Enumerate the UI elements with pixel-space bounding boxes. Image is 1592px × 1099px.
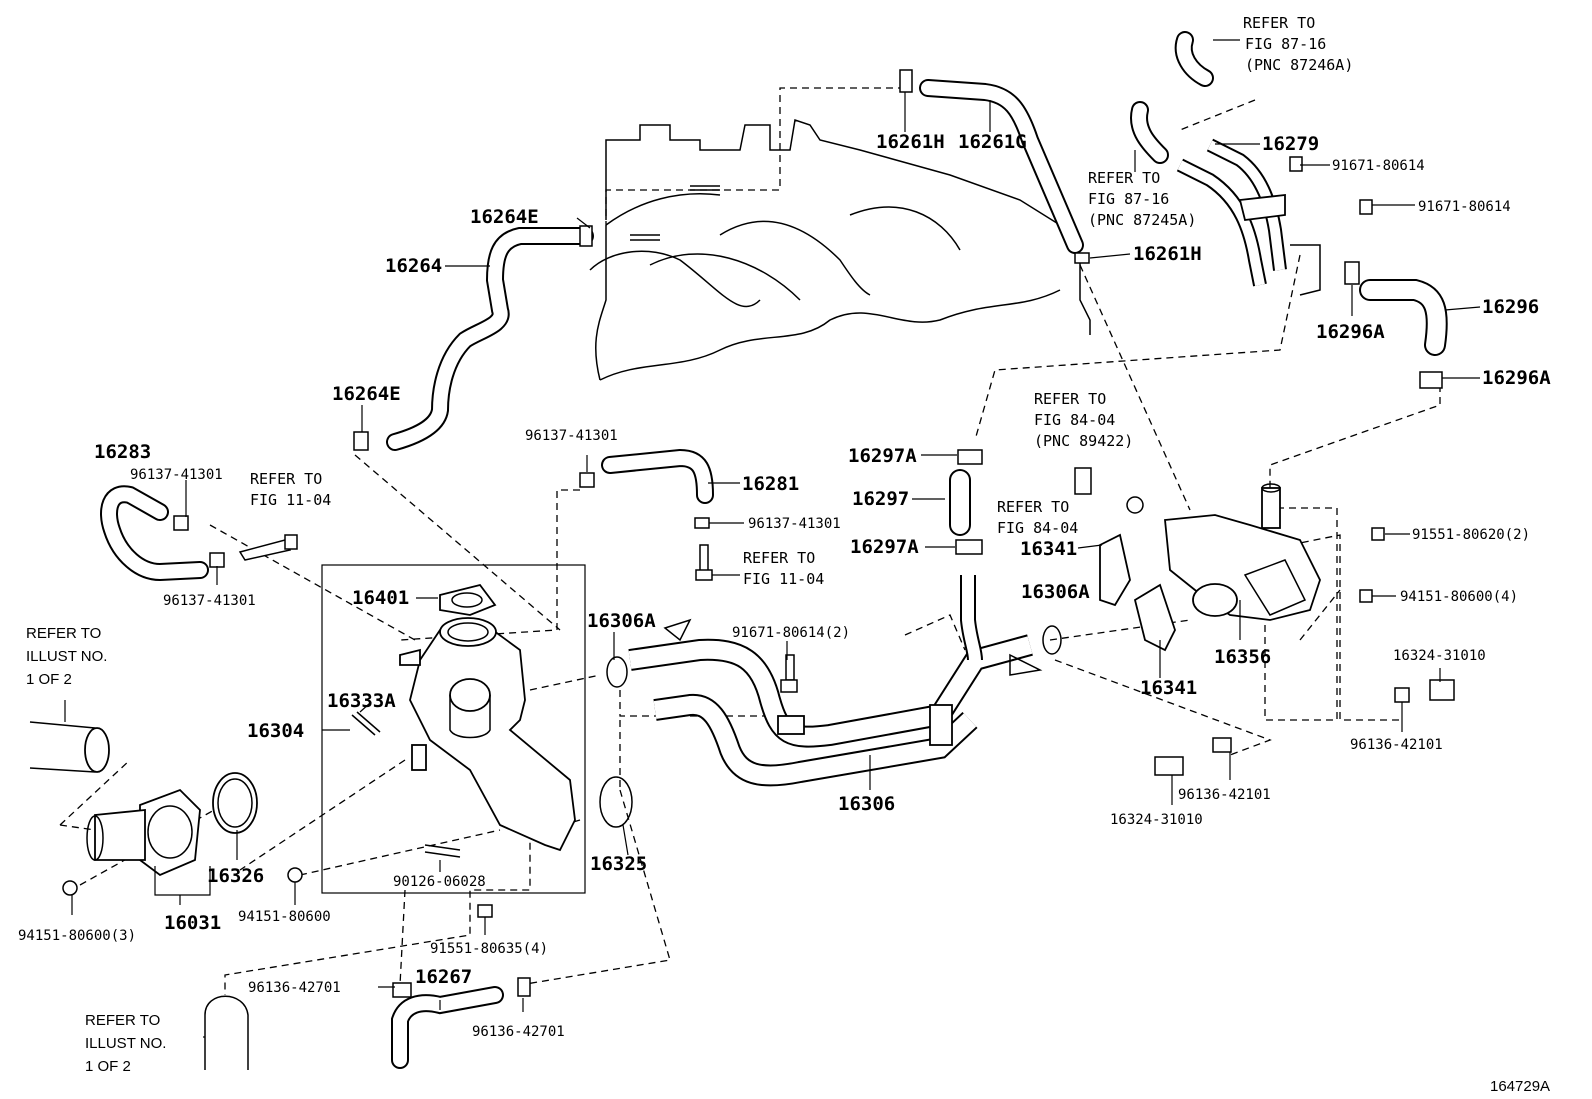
label-96137-41301-c: 96137-41301 — [525, 428, 618, 444]
label-16297A-b: 16297A — [850, 536, 919, 558]
label-16341-bottom: 16341 — [1140, 677, 1197, 699]
thermostat-housing-16031 — [86, 772, 258, 877]
label-96137-41301-a: 96137-41301 — [130, 467, 223, 483]
label-16326: 16326 — [207, 865, 264, 887]
hose-16283 — [100, 485, 209, 582]
refer-fig-87-16-87245A: REFER TO FIG 87-16 (PNC 87245A) — [1088, 169, 1196, 229]
label-96137-41301-b: 96137-41301 — [163, 593, 256, 609]
o-ring-16306A-left — [606, 656, 628, 688]
label-16283: 16283 — [94, 441, 151, 463]
label-16296A-a: 16296A — [1316, 321, 1385, 343]
label-91671-80614-b: 91671-80614 — [1418, 199, 1511, 215]
water-inlet-16356 — [1164, 483, 1321, 621]
figure-id: 164729A — [1490, 1078, 1550, 1095]
label-16261H-top: 16261H — [876, 131, 945, 153]
label-16264: 16264 — [385, 255, 442, 277]
hose-87245A — [1130, 101, 1169, 164]
label-16297A-a: 16297A — [848, 445, 917, 467]
hose-16264 — [386, 227, 594, 451]
hose-16296 — [1359, 279, 1448, 356]
label-96136-42701-b: 96136-42701 — [472, 1024, 565, 1040]
label-90126-06028: 90126-06028 — [393, 874, 486, 890]
refer-illust-1-of-2-top: REFER TO ILLUST NO. 1 OF 2 — [26, 625, 112, 688]
label-16306: 16306 — [838, 793, 895, 815]
o-ring-16325 — [599, 776, 633, 828]
refer-fig-84-04-89422: REFER TO FIG 84-04 (PNC 89422) — [1034, 390, 1133, 450]
label-16261G: 16261G — [958, 131, 1027, 153]
label-91671-80614-a: 91671-80614 — [1332, 158, 1425, 174]
illust-hose-lower — [204, 995, 249, 1070]
pipe-16279 — [1176, 138, 1321, 296]
label-16296: 16296 — [1482, 296, 1539, 318]
water-outlet-16304 — [399, 583, 576, 852]
part-labels: 16261H 16261G 16279 91671-80614 91671-80… — [18, 131, 1551, 1040]
label-94151-80600: 94151-80600 — [238, 909, 331, 925]
label-16264E-top: 16264E — [470, 206, 539, 228]
refer-fig-87-16-87246A: REFER TO FIG 87-16 (PNC 87246A) — [1243, 14, 1353, 74]
label-16306A-right: 16306A — [1021, 581, 1090, 603]
label-16306A-left: 16306A — [587, 610, 656, 632]
clamps-and-fasteners — [62, 69, 1455, 998]
label-16304: 16304 — [247, 720, 304, 742]
label-16281: 16281 — [742, 473, 799, 495]
gaskets-16341 — [1099, 533, 1176, 652]
label-96136-42101-a: 96136-42101 — [1350, 737, 1443, 753]
label-16297: 16297 — [852, 488, 909, 510]
hose-16261G — [919, 79, 1084, 254]
label-96136-42101-b: 96136-42101 — [1178, 787, 1271, 803]
label-94151-80600-3: 94151-80600(3) — [18, 928, 136, 944]
label-16341-top: 16341 — [1020, 538, 1077, 560]
refer-fig-11-04-center: REFER TO FIG 11-04 — [743, 549, 824, 588]
refer-notes: REFER TO FIG 87-16 (PNC 87246A) REFER TO… — [26, 14, 1353, 1075]
label-16267: 16267 — [415, 966, 472, 988]
label-91671-80614-2: 91671-80614(2) — [732, 625, 850, 641]
solid-leaders — [64, 39, 1481, 1038]
label-96136-42701-a: 96136-42701 — [248, 980, 341, 996]
sensor-ring — [1126, 496, 1144, 514]
label-16356: 16356 — [1214, 646, 1271, 668]
label-16325: 16325 — [590, 853, 647, 875]
label-91551-80620: 91551-80620(2) — [1412, 527, 1530, 543]
label-16264E-left: 16264E — [332, 383, 401, 405]
label-94151-80600-4: 94151-80600(4) — [1400, 589, 1518, 605]
label-16279: 16279 — [1262, 133, 1319, 155]
o-ring-16306A-right — [1042, 625, 1062, 655]
refer-illust-1-of-2-bottom: REFER TO ILLUST NO. 1 OF 2 — [85, 1012, 171, 1075]
label-16324-31010-b: 16324-31010 — [1110, 812, 1203, 828]
label-16401: 16401 — [352, 587, 409, 609]
label-16333A: 16333A — [327, 690, 396, 712]
label-16296A-b: 16296A — [1482, 367, 1551, 389]
hose-16281 — [601, 448, 714, 504]
hose-87246A — [1174, 31, 1214, 87]
label-16031: 16031 — [164, 912, 221, 934]
water-outlet-group-box — [321, 564, 586, 894]
label-16324-31010-a: 16324-31010 — [1393, 648, 1486, 664]
intake-manifold-outline — [589, 119, 1091, 381]
refer-fig-84-04: REFER TO FIG 84-04 — [997, 498, 1078, 537]
illust-hose-upper — [29, 721, 110, 773]
label-16261H-right: 16261H — [1133, 243, 1202, 265]
label-91551-80635: 91551-80635(4) — [430, 941, 548, 957]
refer-fig-11-04-left: REFER TO FIG 11-04 — [250, 470, 331, 509]
label-96137-41301-d: 96137-41301 — [748, 516, 841, 532]
water-pipe-16306 — [628, 575, 1043, 787]
